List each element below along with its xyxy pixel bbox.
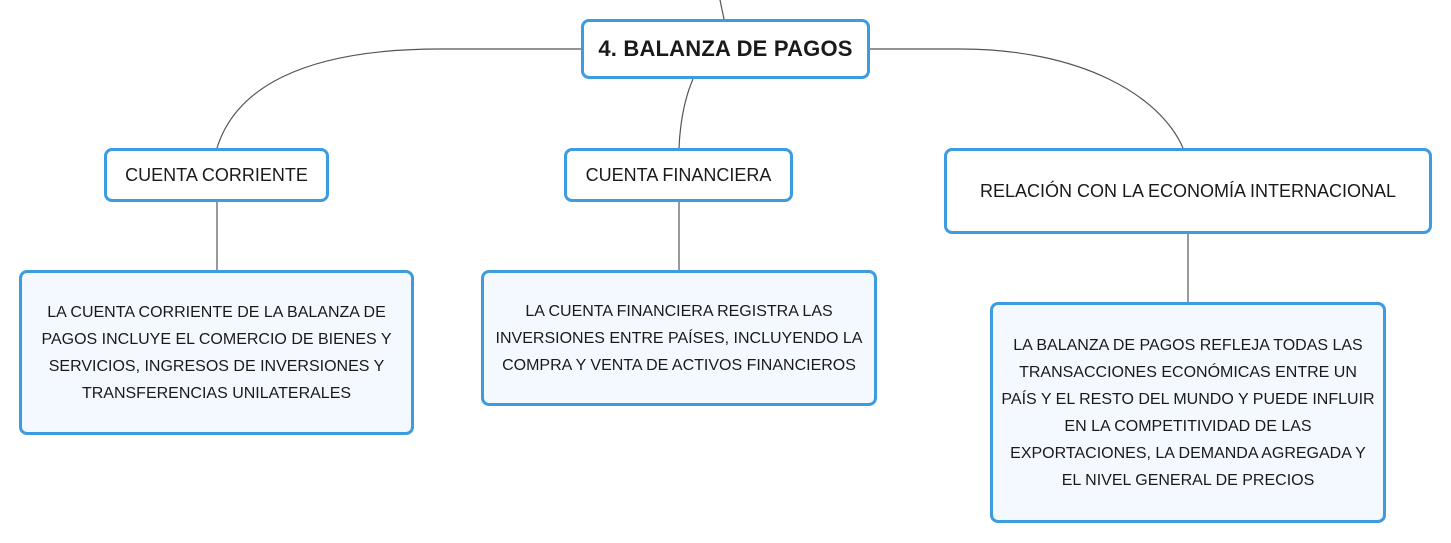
connector-root-to-relacion [870, 48, 1184, 149]
detail-cuenta-corriente-text: LA CUENTA CORRIENTE DE LA BALANZA DE PAG… [41, 303, 392, 402]
detail-relacion-economia-internacional[interactable]: LA BALANZA DE PAGOS REFLEJA TODAS LAS TR… [990, 302, 1386, 523]
connector-parent-to-root [719, 0, 725, 20]
connector-root-to-cuenta-corriente [216, 48, 581, 149]
topic-cuenta-financiera[interactable]: CUENTA FINANCIERA [564, 148, 793, 202]
topic-cuenta-corriente[interactable]: CUENTA CORRIENTE [104, 148, 329, 202]
topic-relacion-label: RELACIÓN CON LA ECONOMÍA INTERNACIONAL [979, 180, 1397, 201]
detail-cuenta-financiera-text: LA CUENTA FINANCIERA REGISTRA LAS INVERS… [495, 302, 863, 374]
detail-cuenta-corriente[interactable]: LA CUENTA CORRIENTE DE LA BALANZA DE PAG… [19, 270, 414, 435]
detail-relacion-text: LA BALANZA DE PAGOS REFLEJA TODAS LAS TR… [1001, 336, 1375, 489]
connector-root-to-cuenta-financiera [678, 78, 694, 149]
detail-cuenta-financiera[interactable]: LA CUENTA FINANCIERA REGISTRA LAS INVERS… [481, 270, 877, 406]
topic-cuenta-corriente-label: CUENTA CORRIENTE [125, 164, 308, 185]
topic-cuenta-financiera-label: CUENTA FINANCIERA [585, 164, 772, 185]
root-topic[interactable]: 4. BALANZA DE PAGOS [581, 19, 870, 79]
topic-relacion-economia-internacional[interactable]: RELACIÓN CON LA ECONOMÍA INTERNACIONAL [944, 148, 1432, 234]
root-topic-label: 4. BALANZA DE PAGOS [598, 36, 853, 61]
